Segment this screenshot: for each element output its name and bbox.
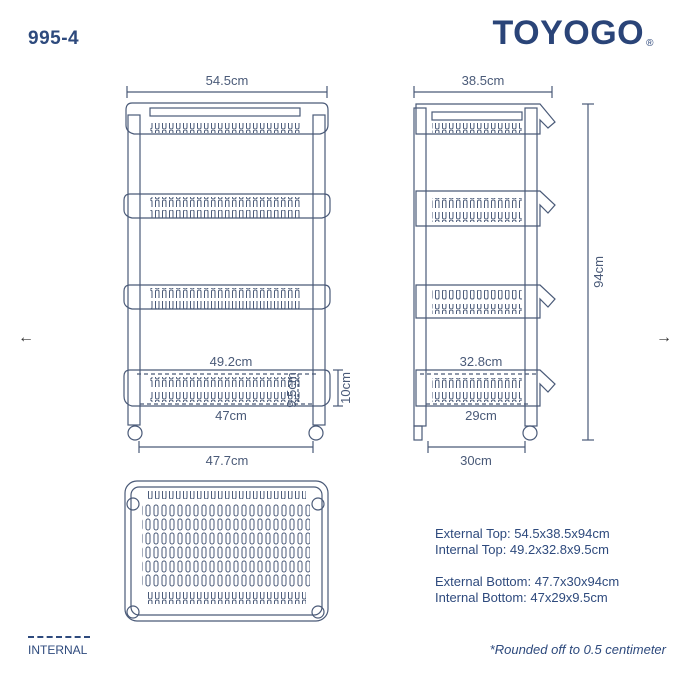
spec-external-bottom: External Bottom: 47.7x30x94cm [435, 574, 620, 589]
prev-arrow-icon[interactable]: ← [18, 329, 34, 346]
side-tier-3 [415, 284, 556, 319]
top-corner-tr [311, 497, 325, 511]
side-right-post [524, 107, 538, 427]
spec-external-top: External Top: 54.5x38.5x94cm [435, 526, 610, 541]
side-right-wheel [522, 425, 538, 441]
side-left-wheel [413, 425, 423, 441]
side-tier-2 [415, 190, 556, 227]
side-height-label: 94cm [591, 256, 606, 288]
front-left-post [127, 114, 141, 426]
top-corner-bl [126, 605, 140, 619]
front-left-wheel [127, 425, 143, 441]
side-view [413, 86, 594, 453]
side-tier-4 [415, 369, 556, 407]
footnote: *Rounded off to 0.5 centimeter [489, 642, 666, 657]
next-arrow-icon[interactable]: → [656, 329, 672, 346]
front-tier-2 [123, 193, 331, 219]
front-bottom-internal-width-label: 47cm [215, 408, 247, 423]
front-basket-height-label: 10cm [338, 372, 353, 404]
model-number: 995-4 [28, 28, 80, 49]
registered-mark: ® [646, 38, 654, 49]
spec-internal-bottom: Internal Bottom: 47x29x9.5cm [435, 590, 608, 605]
front-view [123, 86, 343, 453]
side-tier-1 [415, 103, 556, 135]
legend-label: INTERNAL [28, 643, 88, 657]
top-corner-tl [126, 497, 140, 511]
front-tier-1 [125, 102, 329, 135]
front-right-wheel [308, 425, 324, 441]
front-tier-4 [123, 369, 331, 407]
front-base-width-label: 47.7cm [206, 453, 249, 468]
side-bottom-internal-depth-label: 29cm [465, 408, 497, 423]
front-internal-width-label: 49.2cm [210, 354, 253, 369]
front-internal-depth-label: 9.5cm [284, 372, 299, 407]
top-view [124, 480, 329, 622]
top-corner-br [311, 605, 325, 619]
front-right-post [312, 114, 326, 426]
side-base-depth-label: 30cm [460, 453, 492, 468]
front-tier-3 [123, 284, 331, 310]
legend-dash-line [28, 636, 90, 638]
spec-internal-top: Internal Top: 49.2x32.8x9.5cm [435, 542, 609, 557]
front-top-width-label: 54.5cm [206, 73, 249, 88]
brand-logo: TOYOGO ® [493, 14, 655, 53]
brand-name: TOYOGO [492, 14, 645, 52]
side-top-depth-label: 38.5cm [462, 73, 505, 88]
legend: INTERNAL [28, 636, 90, 657]
spec-list: External Top: 54.5x38.5x94cm Internal To… [435, 526, 619, 606]
side-internal-depth-label: 32.8cm [460, 354, 503, 369]
